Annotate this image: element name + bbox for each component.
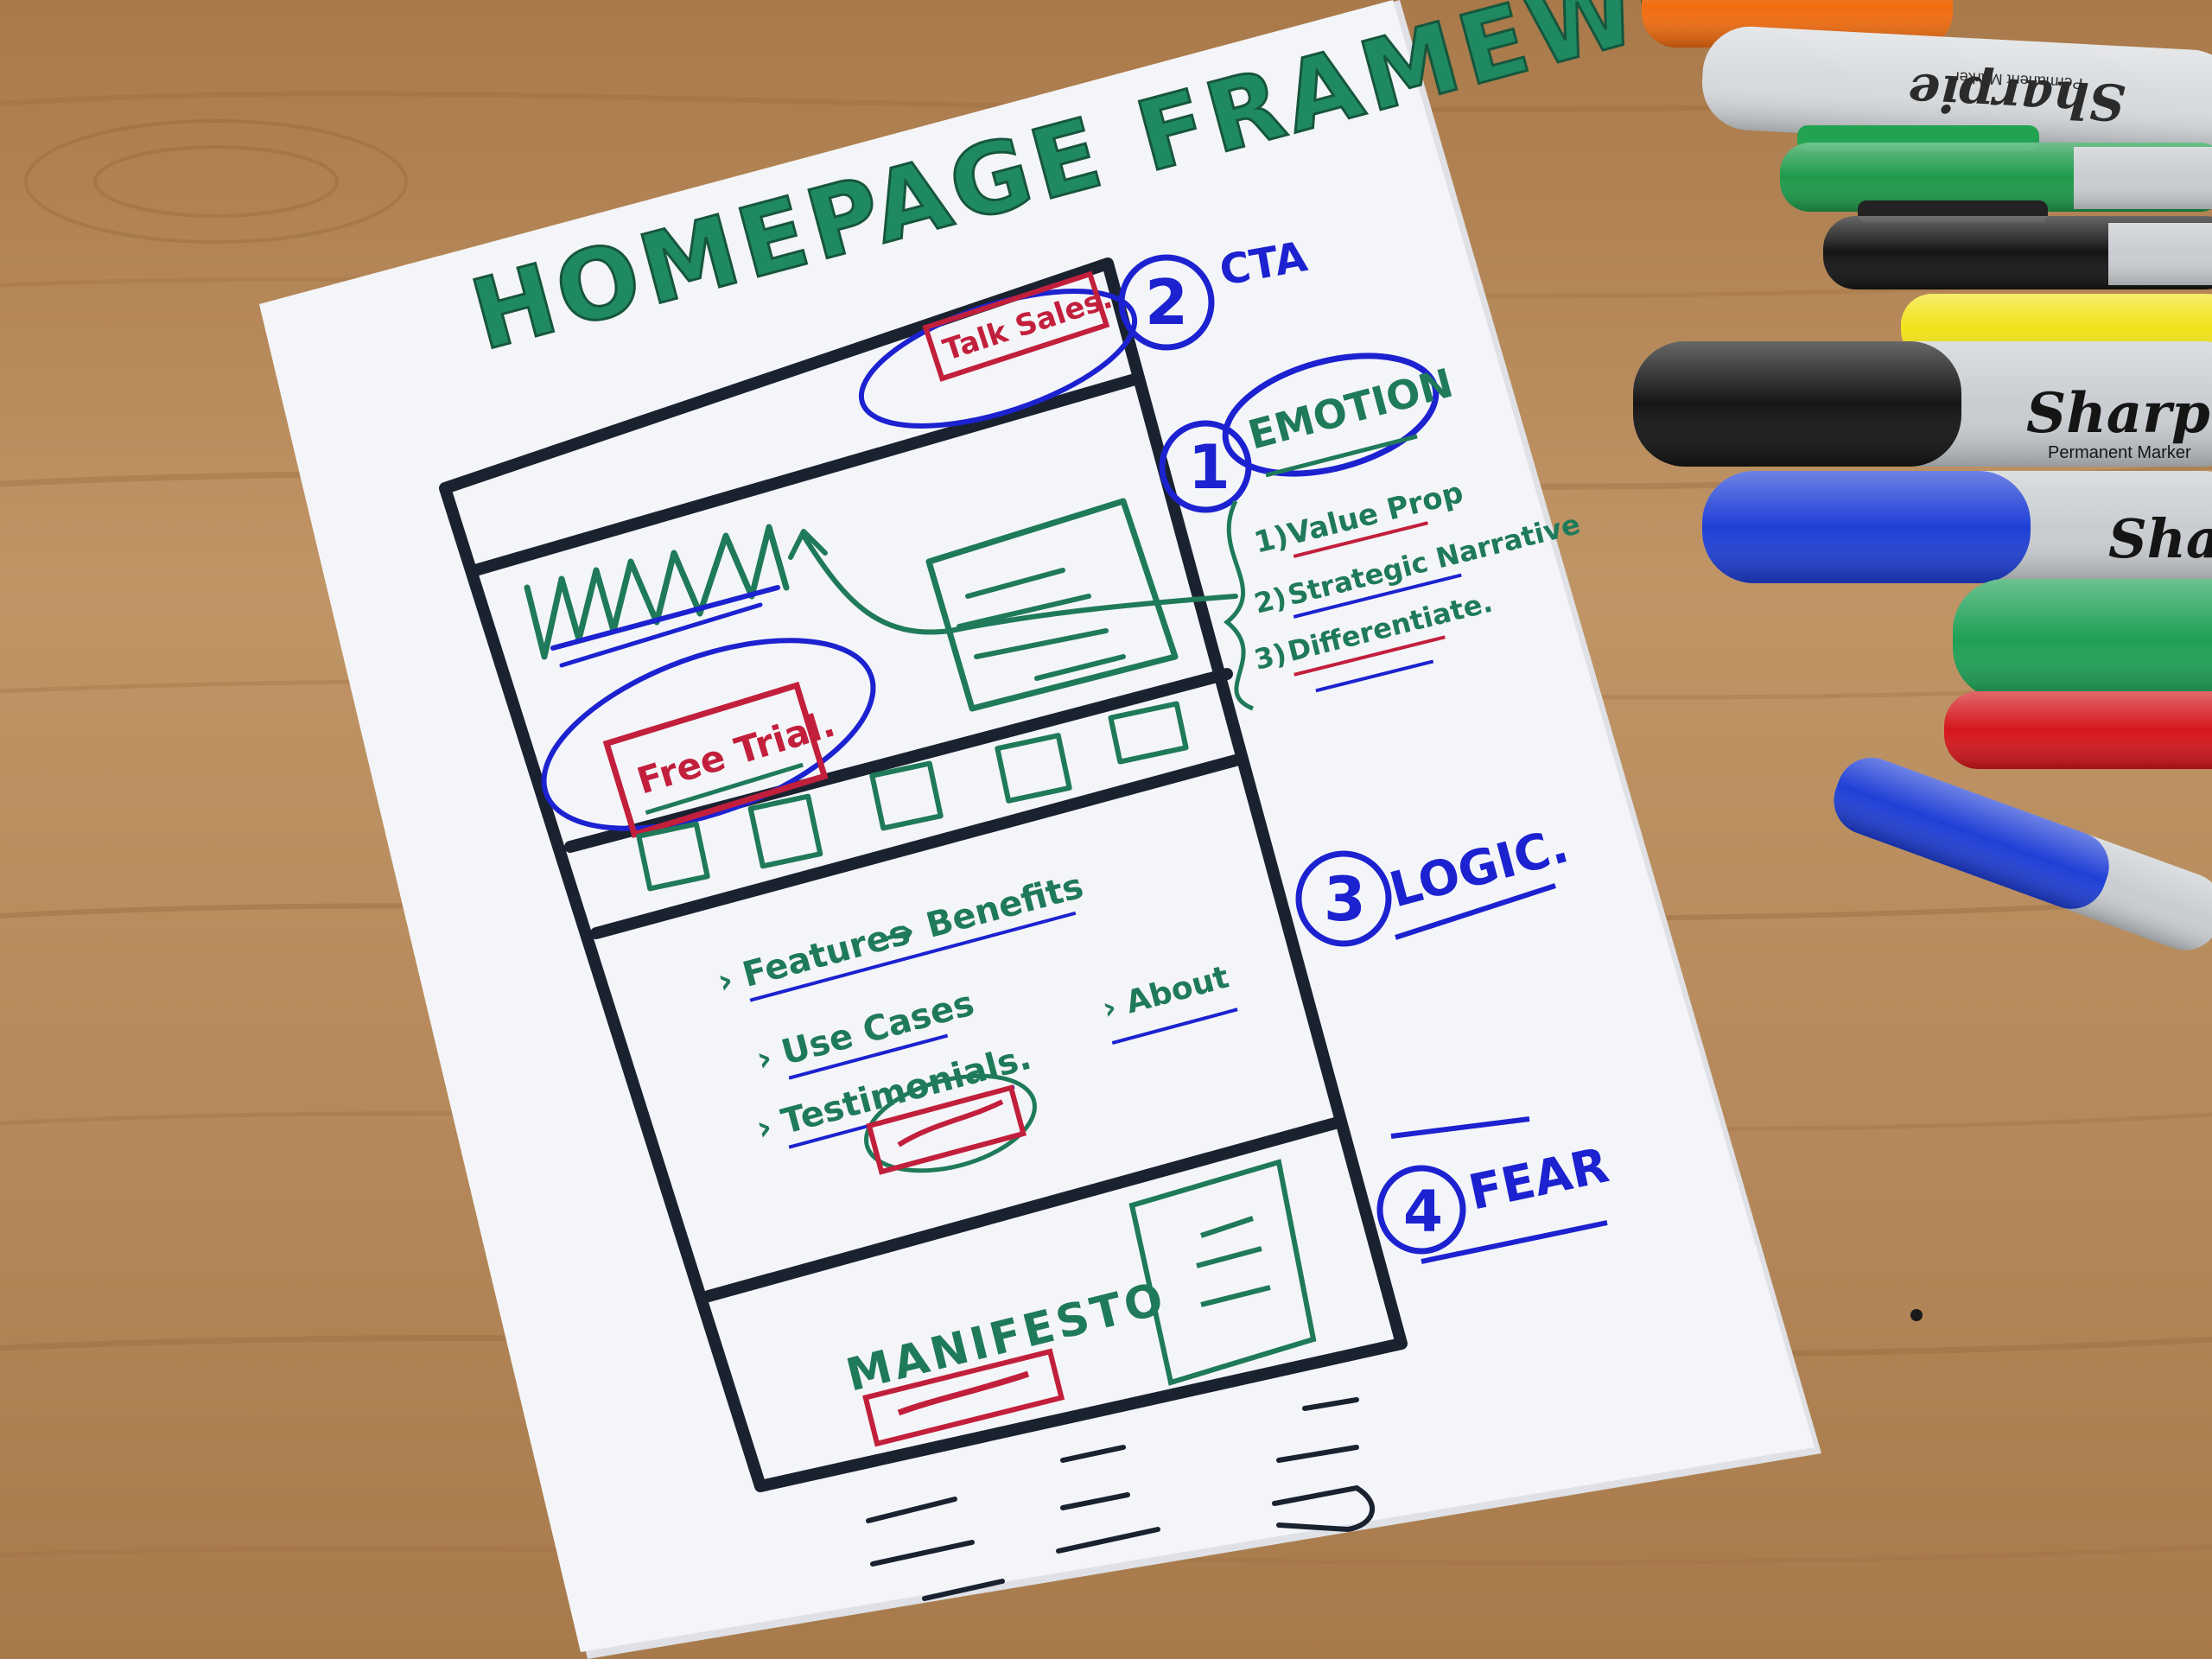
footer-scribbles <box>866 1397 1376 1601</box>
marker-black: Sharpie Permanent Marker <box>1633 341 2212 467</box>
svg-text:2): 2) <box>1251 581 1290 620</box>
marker-silver: Sharpie Permanent Marker <box>1701 26 2212 154</box>
svg-text:1): 1) <box>1251 518 1293 560</box>
manifesto-cta[interactable] <box>862 1348 1065 1447</box>
hero-section <box>524 498 1238 831</box>
markers: Sharpie Permanent Marker Sharpie <box>1633 0 2212 1321</box>
annotation-emotion-number: 1 <box>1188 432 1230 503</box>
manifesto-image-placeholder <box>1128 1159 1317 1386</box>
header-divider <box>469 374 1138 576</box>
marker-silver-brand: Sharpie <box>1906 61 2126 131</box>
hero-cta-circle <box>541 638 876 831</box>
logic-divider <box>590 754 1242 939</box>
hero-arrow <box>801 533 1238 635</box>
annotation-cta-number: 2 <box>1145 266 1188 339</box>
svg-text:3): 3) <box>1251 637 1290 677</box>
marker-green-1 <box>1780 125 2212 212</box>
marker-blue: Sharpie <box>1702 471 2212 583</box>
marker-black-brand: Sharpie <box>2026 381 2212 446</box>
marker-black-sub: Permanent Marker <box>2048 443 2191 462</box>
hero-headline-scribble <box>524 524 790 660</box>
annotation-fear-number: 4 <box>1403 1179 1443 1245</box>
annotation-logic-number: 3 <box>1324 864 1366 935</box>
testimonial-cta[interactable] <box>855 1059 1045 1187</box>
wireframe <box>439 257 1408 1492</box>
logo-icon <box>636 821 710 892</box>
marker-black-thin <box>1823 200 2212 289</box>
marker-green-2 <box>1953 579 2212 700</box>
logo-icon <box>1108 701 1189 765</box>
logo-icon <box>995 733 1072 804</box>
logo-icon <box>869 760 944 831</box>
logo-icon <box>747 793 823 869</box>
marker-red <box>1944 691 2212 769</box>
marker-blue-thin <box>1834 757 2212 950</box>
manifesto-divider <box>702 1117 1341 1302</box>
logo-row <box>636 701 1189 892</box>
wireframe-frame <box>439 257 1408 1492</box>
marker-blue-brand: Sharpie <box>2108 507 2212 570</box>
hero-image-placeholder <box>925 498 1179 712</box>
